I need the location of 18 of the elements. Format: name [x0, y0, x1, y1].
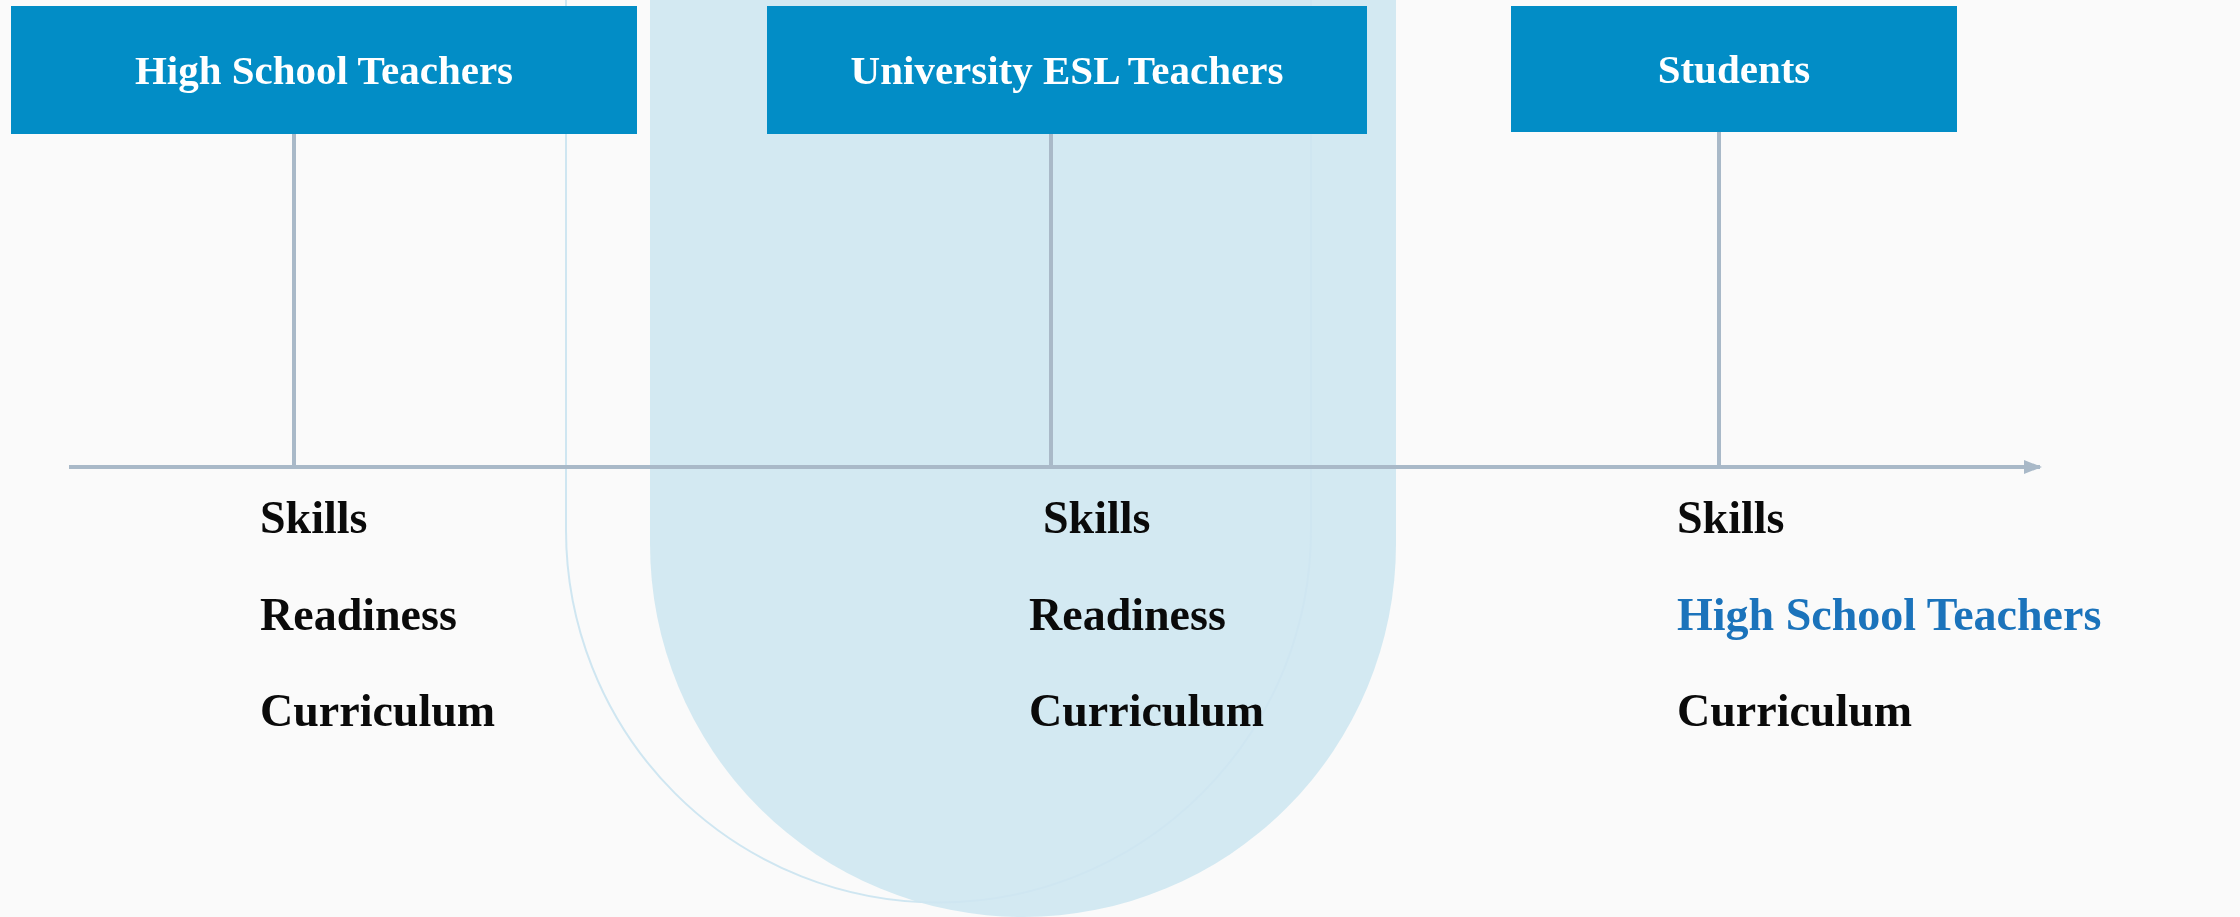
connector-line: [292, 134, 296, 467]
box-label: High School Teachers: [134, 46, 514, 94]
connector-line: [1717, 132, 1721, 467]
title-box: [1511, 6, 1957, 132]
topic-label: High School Teachers: [1677, 587, 2102, 641]
box-label: University ESL Teachers: [850, 46, 1284, 94]
connector-line: [1049, 134, 1053, 467]
topic-label: Readiness: [1029, 587, 1226, 641]
topic-label: Curriculum: [1677, 683, 1913, 737]
topic-label: Skills: [1043, 490, 1151, 544]
topic-label: Curriculum: [260, 683, 496, 737]
title-box: [767, 6, 1367, 134]
topic-label: Skills: [1677, 490, 1785, 544]
box-label: Students: [1657, 45, 1811, 93]
title-box: [11, 6, 637, 134]
topic-label: Curriculum: [1029, 683, 1265, 737]
topic-label: Skills: [260, 490, 368, 544]
topic-label: Readiness: [260, 587, 457, 641]
